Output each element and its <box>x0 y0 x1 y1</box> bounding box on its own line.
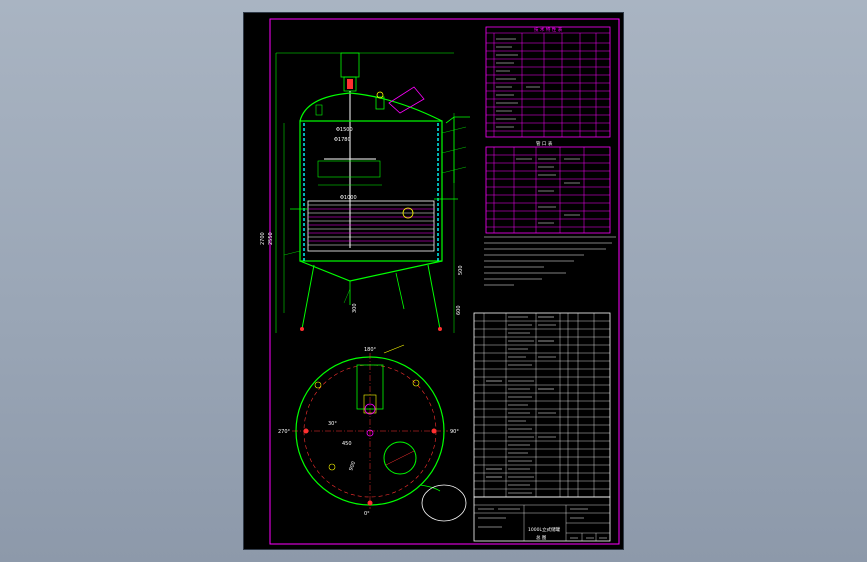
leg-right <box>427 264 441 330</box>
elevation-view: Φ1500 Φ1780 Φ1000 2700 2550 500 600 300 <box>260 52 470 333</box>
leader-line <box>283 250 301 256</box>
inlet-flange <box>402 207 414 219</box>
leg-foot-right <box>438 327 442 331</box>
bottom-cone <box>299 260 443 282</box>
sheet-label: 总 图 <box>536 534 547 541</box>
plan-lug <box>367 500 373 506</box>
nozzle-table-title: 管 口 表 <box>536 140 553 147</box>
dim-30: 30° <box>328 421 337 427</box>
plan-lug <box>303 428 309 434</box>
tech-spec-table: 技 术 特 性 表 <box>485 26 611 138</box>
nozzle-table-frame <box>485 146 611 234</box>
dim-phi1500: Φ1500 <box>336 127 353 133</box>
tech-table-title: 技 术 特 性 表 <box>534 26 563 33</box>
leg-middle <box>395 272 405 310</box>
nozzle-table-cells <box>516 158 580 224</box>
parts-frame <box>473 312 611 498</box>
parts-cells <box>486 316 556 494</box>
nozzle-table: 管 口 表 <box>485 140 611 234</box>
cad-drawing: Φ1500 Φ1780 Φ1000 2700 2550 500 600 300 <box>260 18 620 545</box>
vent-nozzle <box>315 104 323 116</box>
parts-list <box>473 312 611 498</box>
angle-0: 0° <box>364 511 370 517</box>
coil-frame <box>307 200 435 252</box>
drawing-title: 1000L立式储罐 <box>528 526 560 533</box>
tech-table-cells <box>496 38 540 128</box>
tank-shell <box>299 120 443 262</box>
manhole <box>383 441 417 475</box>
center-hub <box>366 429 374 437</box>
drawing-sheet: Φ1500 Φ1780 Φ1000 2700 2550 500 600 300 <box>244 13 623 549</box>
manway-cover <box>388 86 425 114</box>
bracket-plate <box>363 394 377 414</box>
callout-leader <box>383 344 405 354</box>
plan-nozzle <box>314 381 322 389</box>
dim-600: 600 <box>456 305 462 315</box>
overflow-pipe <box>445 116 470 124</box>
shaft-seal <box>364 403 376 415</box>
dim-300: 300 <box>352 303 358 313</box>
angle-90: 90° <box>450 429 459 435</box>
manhole-axis <box>385 450 415 466</box>
dim-2700: 2700 <box>260 232 266 245</box>
leader-line <box>343 288 351 304</box>
leader-line <box>441 166 467 174</box>
dim-2550: 2550 <box>268 232 274 245</box>
title-block: 1000L立式储罐 总 图 <box>473 496 611 542</box>
dim-450: 450 <box>342 441 352 447</box>
title-block-frame <box>473 496 611 542</box>
dim-900: 900 <box>348 461 357 472</box>
top-head <box>299 92 443 122</box>
tech-table-frame <box>485 26 611 138</box>
leg-left <box>301 264 315 330</box>
dim-500: 500 <box>458 265 464 275</box>
nozzle-top <box>375 96 385 110</box>
leg-foot-left <box>300 327 304 331</box>
title-cells <box>478 508 607 539</box>
leader-line <box>441 146 467 154</box>
plan-nozzle <box>328 463 336 471</box>
heating-coil <box>307 200 435 252</box>
plan-view: 180° 270° 90° 0° 450 30° 900 <box>278 344 467 522</box>
motor-body <box>340 52 360 78</box>
dim-phi1000: Φ1000 <box>340 195 357 201</box>
angle-180: 180° <box>364 347 377 353</box>
technical-notes <box>484 236 616 286</box>
sight-glass <box>376 91 384 99</box>
plan-lug <box>431 428 437 434</box>
reducer-marker <box>347 79 353 89</box>
plan-nozzle <box>412 379 420 387</box>
drive-bracket <box>356 364 384 410</box>
impeller-frame <box>317 160 381 178</box>
leader-line <box>441 126 467 134</box>
drawing-frame <box>269 18 620 545</box>
angle-270: 270° <box>278 429 291 435</box>
outlet-ring <box>421 484 467 522</box>
dim-phi1780: Φ1780 <box>334 137 351 143</box>
